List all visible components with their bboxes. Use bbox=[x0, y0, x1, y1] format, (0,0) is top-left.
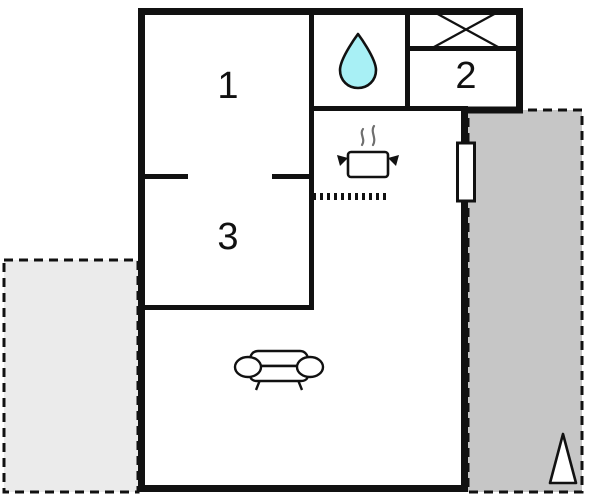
pot-handles bbox=[337, 155, 399, 166]
terrace-left bbox=[2, 258, 140, 494]
water-drop-icon bbox=[338, 32, 378, 90]
room-label-1: 1 bbox=[217, 65, 238, 107]
steam-icon bbox=[360, 124, 376, 147]
steam-wisp-right bbox=[371, 124, 376, 147]
north-arrow-triangle bbox=[548, 432, 578, 485]
sofa-icon bbox=[233, 349, 325, 391]
north-arrow-icon bbox=[548, 432, 578, 485]
door-opening bbox=[456, 141, 476, 203]
cross-line-b bbox=[433, 11, 499, 48]
room-label-2: 2 bbox=[455, 55, 476, 97]
sofa-arm-left bbox=[233, 355, 263, 379]
room-label-3: 3 bbox=[217, 216, 238, 258]
apartment-interior bbox=[138, 8, 523, 492]
pot-body bbox=[346, 150, 390, 179]
interior-fill bbox=[138, 8, 523, 492]
pot-handle-left bbox=[337, 155, 348, 166]
sofa-arm-right bbox=[295, 355, 325, 379]
door-opening-rect bbox=[456, 141, 476, 203]
terrace-right-outline bbox=[466, 108, 584, 494]
steam-wisp-left bbox=[360, 127, 365, 147]
water-drop-shape bbox=[338, 32, 378, 90]
terrace-right bbox=[466, 108, 584, 494]
cooking-pot-icon bbox=[337, 124, 399, 179]
pot-handle-right bbox=[388, 155, 399, 166]
terrace-left-outline bbox=[2, 258, 140, 494]
interior-walls bbox=[140, 11, 521, 310]
crossed-out-box-icon bbox=[433, 11, 499, 48]
